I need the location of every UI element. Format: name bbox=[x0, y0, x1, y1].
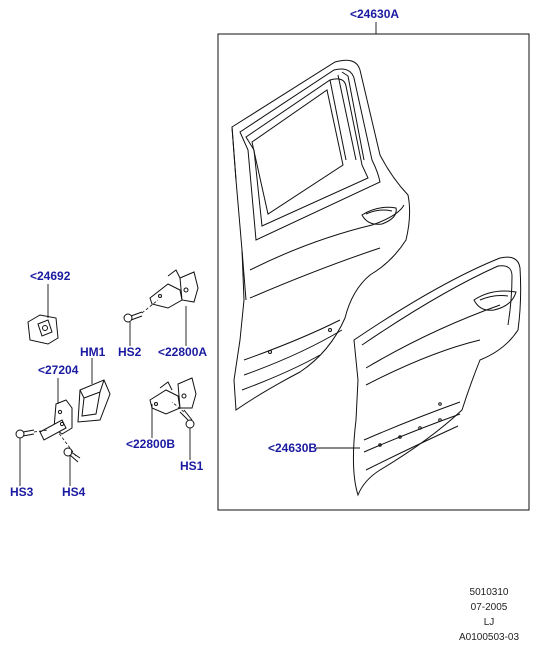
lower-hinge-part bbox=[149, 377, 197, 415]
door-outer-skin bbox=[352, 256, 522, 497]
footer-date: 07-2005 bbox=[470, 602, 508, 613]
footer-ref: A0100503-03 bbox=[458, 632, 520, 643]
callout-22800a: <22800A bbox=[158, 345, 207, 359]
upper-hinge-part bbox=[149, 269, 199, 309]
callout-labels: <24630A <24630B <24692 <27204 HM1 <22800… bbox=[10, 7, 399, 499]
bolt-hs2 bbox=[123, 311, 143, 323]
callout-hs1: HS1 bbox=[180, 459, 204, 473]
callout-24630b: <24630B bbox=[268, 441, 317, 455]
hinge-bracket-part bbox=[27, 314, 59, 345]
callout-hm1: HM1 bbox=[80, 345, 106, 359]
callout-27204: <27204 bbox=[38, 363, 79, 377]
bolt-hs3 bbox=[15, 429, 35, 439]
callout-hs2: HS2 bbox=[118, 345, 142, 359]
rear-door-assembly bbox=[231, 59, 411, 411]
bolt-hs4 bbox=[63, 447, 81, 463]
callout-hs3: HS3 bbox=[10, 485, 34, 499]
callout-22800b: <22800B bbox=[126, 437, 175, 451]
check-arm-part bbox=[39, 399, 73, 441]
footer-code-1: 5010310 bbox=[469, 587, 509, 598]
callout-24692: <24692 bbox=[30, 269, 71, 283]
hm1-trim-cover bbox=[77, 379, 111, 423]
door-group-frame bbox=[217, 33, 530, 511]
callout-hs4: HS4 bbox=[62, 485, 86, 499]
footer-author: LJ bbox=[483, 617, 495, 628]
leader-lines bbox=[19, 22, 377, 486]
callout-24630a: <24630A bbox=[350, 7, 399, 21]
bolt-hs1 bbox=[179, 409, 195, 429]
assembly-dash-lines bbox=[33, 299, 185, 457]
